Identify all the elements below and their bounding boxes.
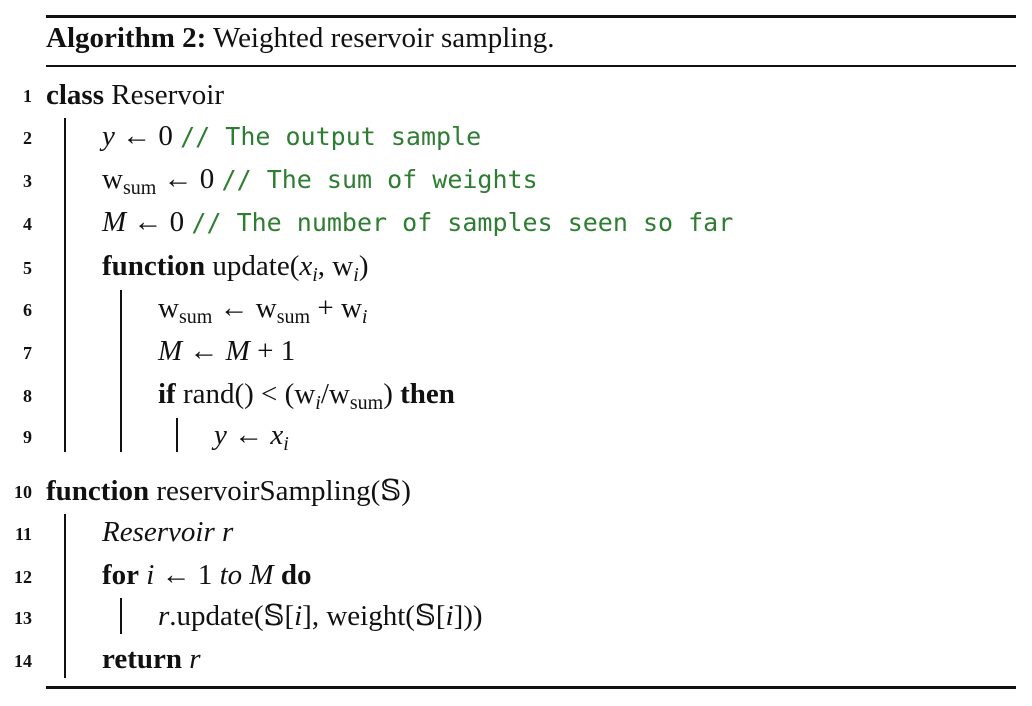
variable: r xyxy=(158,600,170,632)
code-line-1: class Reservoir xyxy=(46,81,224,110)
line-number: 8 xyxy=(23,386,32,406)
variable: r xyxy=(189,643,201,675)
plus-term: + w xyxy=(317,292,362,324)
keyword: for xyxy=(102,559,140,591)
line-number: 10 xyxy=(14,482,32,502)
subscript: sum xyxy=(122,177,157,199)
variable: i xyxy=(146,559,155,591)
bottom-rule xyxy=(46,686,1016,689)
keyword: function xyxy=(46,475,150,507)
line-number: 2 xyxy=(23,128,32,148)
code-line-6: wsum ← wsum + wi xyxy=(158,292,367,328)
variable: w xyxy=(158,292,179,324)
subscript: i xyxy=(312,264,318,286)
subscript: sum xyxy=(178,306,213,328)
indent-bar-if-body xyxy=(176,418,178,452)
assignment: ← 0 xyxy=(122,120,173,152)
code-line-7: M ← M + 1 xyxy=(158,337,295,366)
condition: /w xyxy=(320,378,350,410)
indent-bar-class-body xyxy=(64,118,66,452)
variable: y xyxy=(102,120,115,152)
line-number: 12 xyxy=(14,567,32,587)
subscript: i xyxy=(353,264,359,286)
line-number: 9 xyxy=(23,427,32,447)
indent-bar-for-body xyxy=(120,598,122,634)
keyword: return xyxy=(102,643,183,675)
keyword: class xyxy=(46,79,104,111)
subscript: i xyxy=(315,392,321,414)
keyword: do xyxy=(280,559,312,591)
condition: ) xyxy=(383,378,393,410)
code-line-12: for i ← 1 to M do xyxy=(102,561,311,590)
line-number: 3 xyxy=(23,171,32,191)
call: .update(𝕊[ xyxy=(169,600,295,632)
variable: i xyxy=(445,600,454,632)
close-paren: ) xyxy=(358,250,369,282)
variable: x xyxy=(299,250,313,282)
variable: i xyxy=(294,600,303,632)
indent-bar-function-body xyxy=(64,514,66,678)
subscript: i xyxy=(361,306,368,328)
assignment: ← 0 xyxy=(133,206,185,238)
code-line-10: function reservoirSampling(𝕊) xyxy=(46,477,411,506)
variable: M xyxy=(225,335,250,367)
caption-title: Weighted reservoir sampling. xyxy=(213,22,555,54)
code-comment: // The output sample xyxy=(180,122,482,151)
line-number: 11 xyxy=(14,524,32,544)
code-comment: // The sum of weights xyxy=(221,165,538,194)
code-line-4: M ← 0 // The number of samples seen so f… xyxy=(102,208,733,237)
function-name: reservoirSampling(𝕊) xyxy=(156,475,411,507)
code-comment: // The number of samples seen so far xyxy=(191,208,734,237)
variable: M xyxy=(158,335,183,367)
code-line-5: function update(xi, wi) xyxy=(102,250,369,286)
line-number: 13 xyxy=(14,608,32,628)
code-line-2: y ← 0 // The output sample xyxy=(102,122,481,151)
condition: rand() < (w xyxy=(182,378,316,410)
keyword: function xyxy=(102,250,206,282)
separator: , w xyxy=(317,250,354,282)
keyword: then xyxy=(400,378,455,410)
keyword: if xyxy=(158,378,176,410)
subscript: i xyxy=(283,433,289,455)
line-number: 5 xyxy=(23,258,32,278)
line-number: 6 xyxy=(23,300,32,320)
subscript: sum xyxy=(349,392,384,414)
caption-label: Algorithm 2: xyxy=(46,22,207,54)
assignment: ← 1 xyxy=(161,559,213,591)
class-name: Reservoir xyxy=(111,79,224,111)
code-line-13: r.update(𝕊[i], weight(𝕊[i])) xyxy=(158,602,483,631)
plus-term: + 1 xyxy=(257,335,296,367)
code-line-3: wsum ← 0 // The sum of weights xyxy=(102,163,538,199)
code-line-9: y ← xi xyxy=(214,419,289,455)
declaration: Reservoir r xyxy=(102,516,234,548)
assignment: ← w xyxy=(219,292,277,324)
call: ], weight(𝕊[ xyxy=(302,600,446,632)
line-number: 14 xyxy=(14,651,32,671)
line-number: 1 xyxy=(23,86,32,106)
function-name: update( xyxy=(212,250,300,282)
code-line-14: return r xyxy=(102,645,201,674)
caption-rule xyxy=(46,65,1016,67)
assignment: ← xyxy=(234,419,264,451)
code-line-11: Reservoir r xyxy=(102,518,233,547)
code-line-8: if rand() < (wi/wsum) then xyxy=(158,378,455,414)
call: ])) xyxy=(453,600,483,632)
assignment: ← xyxy=(189,335,219,367)
indent-bar-update-body xyxy=(120,290,122,452)
variable: M xyxy=(102,206,127,238)
subscript: sum xyxy=(276,306,311,328)
line-number: 7 xyxy=(23,343,32,363)
algorithm-caption: Algorithm 2: Weighted reservoir sampling… xyxy=(46,22,555,55)
line-number: 4 xyxy=(23,214,32,234)
variable: x xyxy=(270,419,284,451)
assignment: ← 0 xyxy=(163,163,215,195)
loop-bound: to M xyxy=(219,559,274,591)
variable: y xyxy=(214,419,227,451)
variable: w xyxy=(102,163,123,195)
top-rule xyxy=(46,15,1016,18)
